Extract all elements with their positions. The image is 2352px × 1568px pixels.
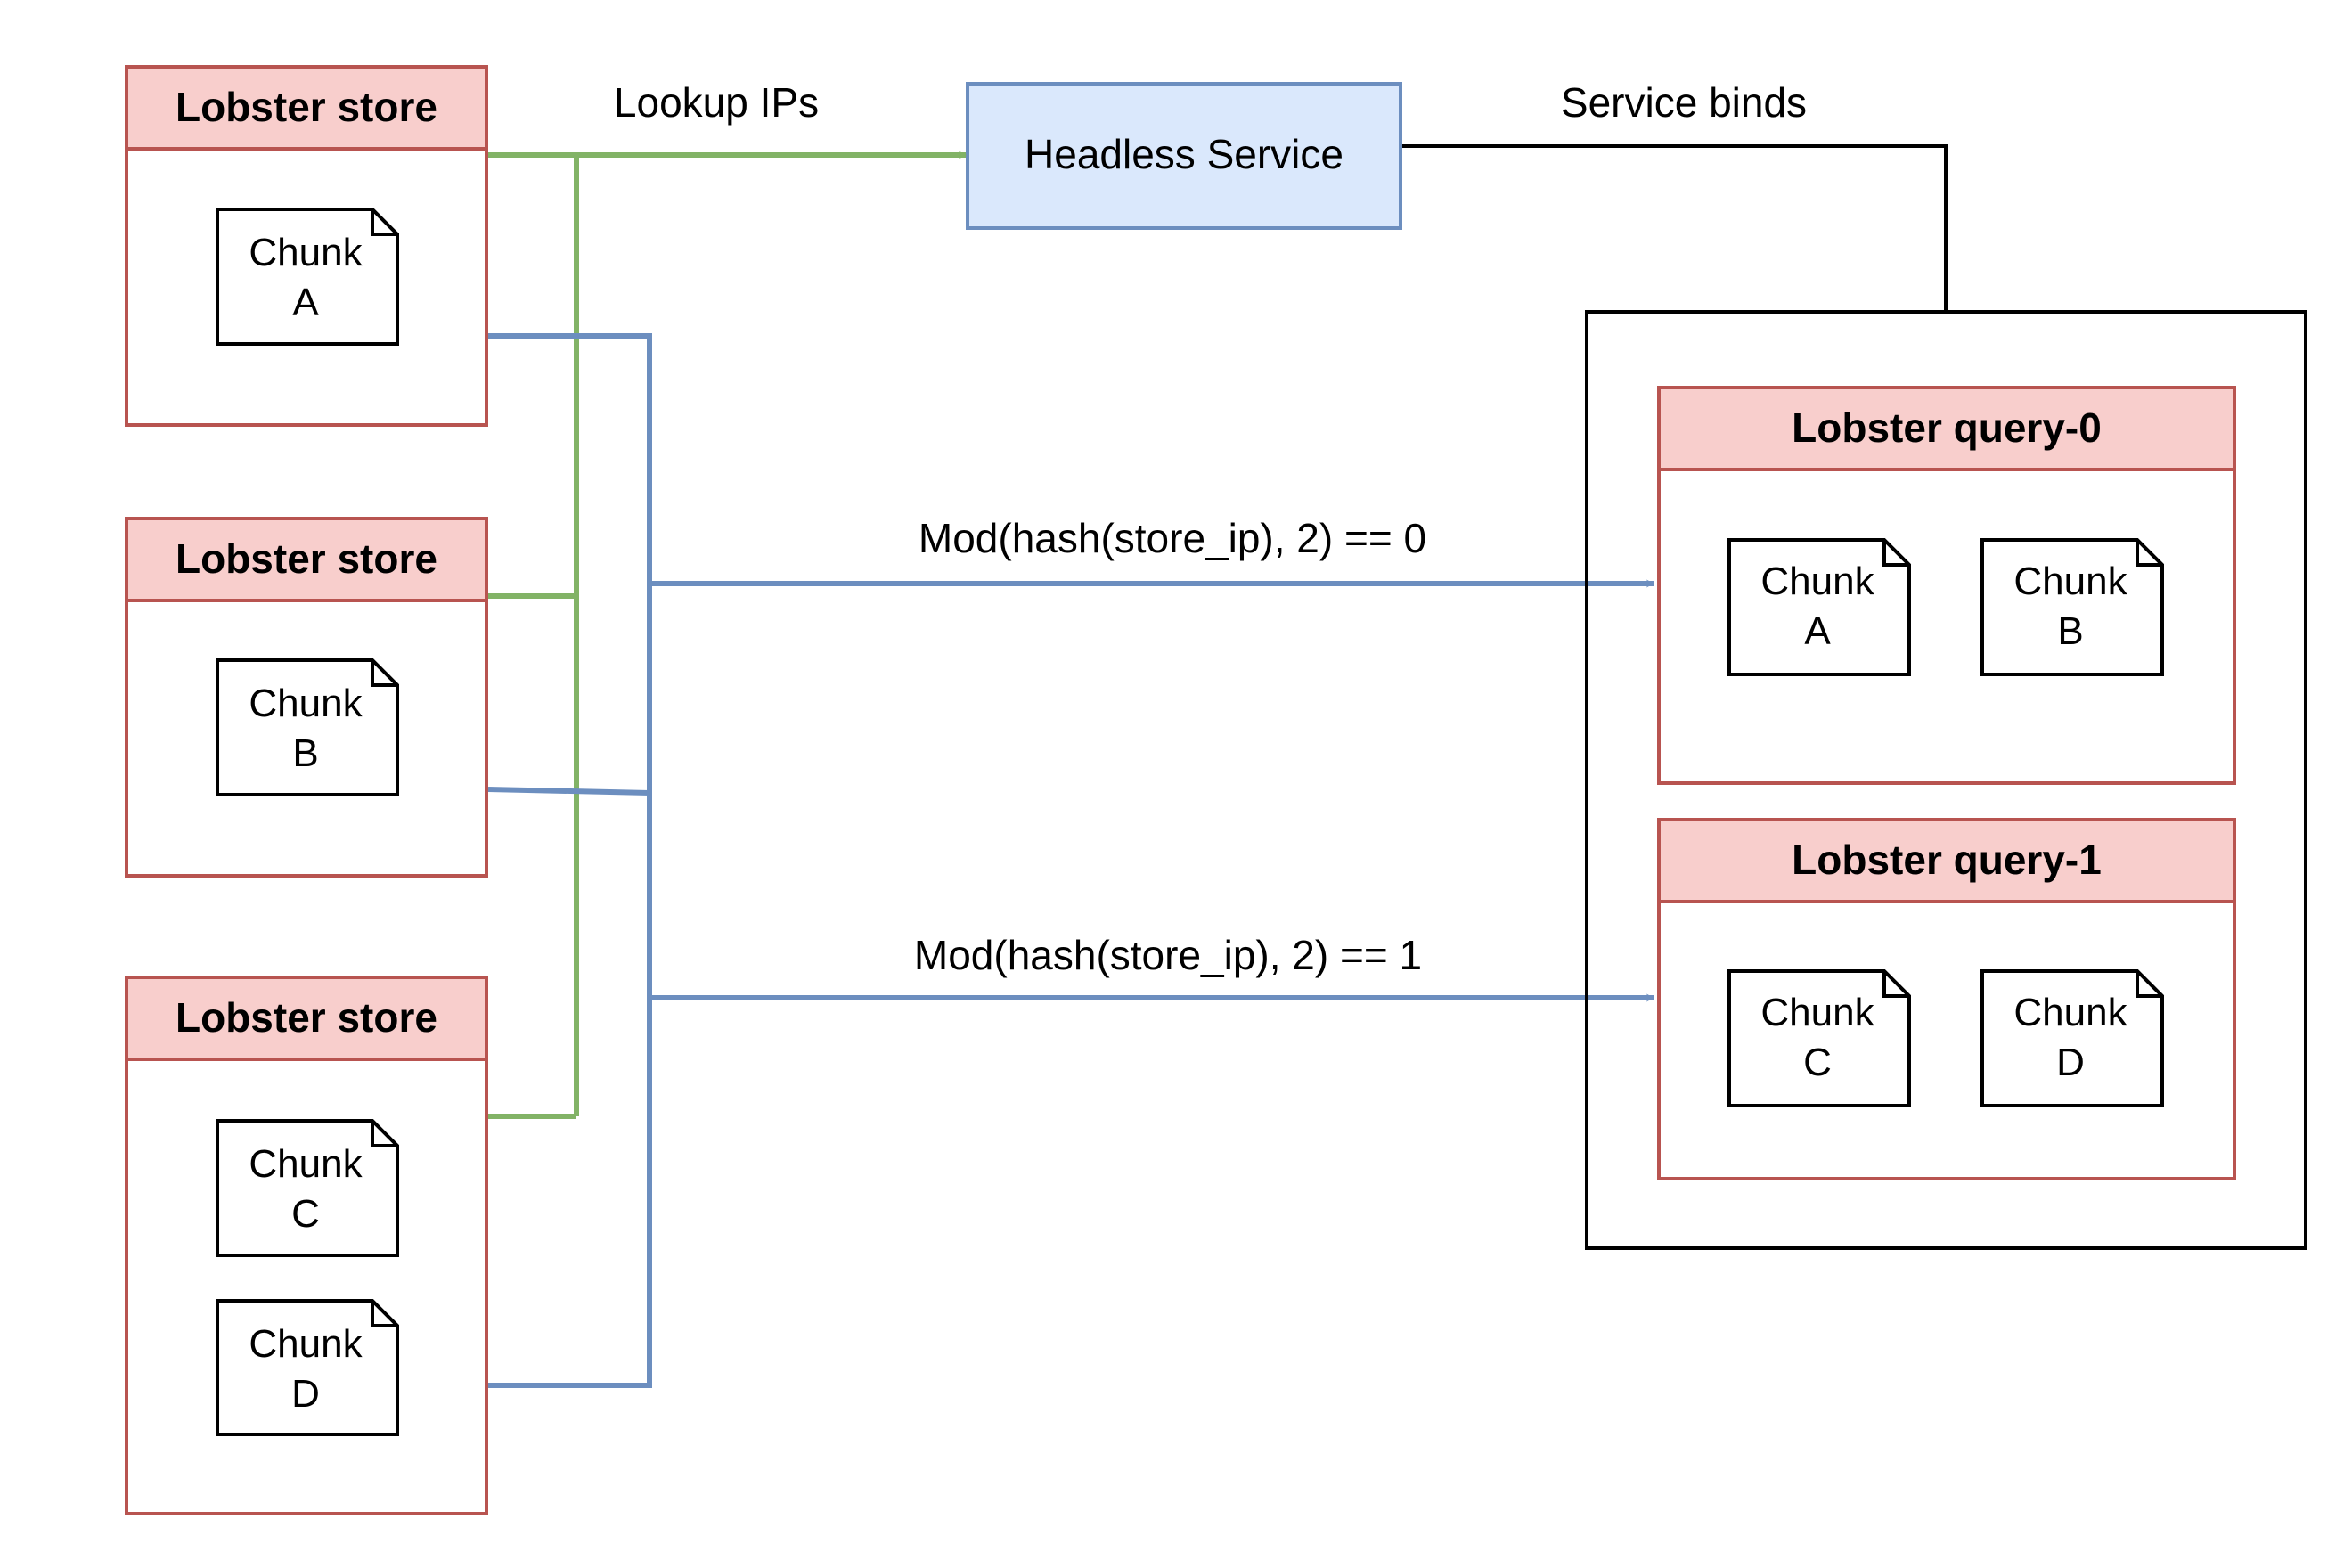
chunk-document-icon: Chunk D	[1980, 969, 2164, 1107]
headless-service-box: Headless Service	[966, 82, 1402, 230]
chunk-document-icon: Chunk C	[216, 1119, 399, 1257]
routing-edges	[487, 333, 1654, 1388]
chunk-label: Chunk	[1760, 559, 1874, 603]
chunk-letter: D	[2056, 1041, 2085, 1084]
chunk-letter: B	[2057, 609, 2083, 653]
query-1-header	[1657, 818, 2236, 903]
store-3-header	[125, 976, 488, 1061]
lookup-ips-edges	[488, 151, 967, 1119]
query-1-title: Lobster query-1	[1792, 837, 2102, 883]
service-binds-label: Service binds	[1561, 79, 1807, 126]
route-store-1	[488, 333, 652, 1388]
query-0-header	[1657, 386, 2236, 471]
chunk-label: Chunk	[2013, 559, 2127, 603]
chunk-letter: A	[1804, 609, 1831, 653]
chunk-label: Chunk	[1760, 991, 1874, 1034]
chunk-document-icon: Chunk A	[216, 208, 399, 346]
query-box-1: Lobster query-1 Chunk C Chunk D	[1657, 818, 2236, 1180]
headless-service-label: Headless Service	[1025, 131, 1343, 177]
store-1-header	[125, 65, 488, 151]
query-statefulset-container	[1585, 310, 2307, 1250]
chunk-label: Chunk	[249, 231, 363, 274]
chunk-document-icon: Chunk B	[216, 658, 399, 796]
chunk-document-icon: Chunk B	[1980, 538, 2164, 676]
store-box-3: Lobster store Chunk C Chunk D	[125, 976, 488, 1515]
chunk-document-icon: Chunk A	[1727, 538, 1911, 676]
chunk-letter: D	[291, 1372, 320, 1416]
store-box-1: Lobster store Chunk A	[125, 65, 488, 427]
query-0-title: Lobster query-0	[1792, 404, 2102, 451]
store-box-2: Lobster store Chunk B	[125, 517, 488, 878]
query-box-0: Lobster query-0 Chunk A Chunk B	[1657, 386, 2236, 785]
chunk-letter: C	[291, 1192, 320, 1236]
service-binds-edge	[1402, 144, 1948, 311]
chunk-label: Chunk	[249, 1322, 363, 1366]
chunk-document-icon: Chunk D	[216, 1299, 399, 1436]
store-2-header	[125, 517, 488, 602]
store-1-title: Lobster store	[176, 84, 437, 130]
chunk-label: Chunk	[249, 682, 363, 725]
chunk-letter: C	[1803, 1041, 1832, 1084]
store-2-title: Lobster store	[176, 535, 437, 582]
chunk-document-icon: Chunk C	[1727, 969, 1911, 1107]
route-store-2	[487, 787, 650, 796]
chunk-letter: A	[292, 281, 319, 324]
chunk-label: Chunk	[249, 1142, 363, 1186]
mod0-label: Mod(hash(store_ip), 2) == 0	[919, 515, 1426, 561]
store-3-title: Lobster store	[176, 994, 437, 1041]
chunk-label: Chunk	[2013, 991, 2127, 1034]
chunk-letter: B	[292, 731, 318, 775]
mod1-label: Mod(hash(store_ip), 2) == 1	[914, 932, 1422, 978]
lookup-ips-label: Lookup IPs	[614, 79, 819, 126]
